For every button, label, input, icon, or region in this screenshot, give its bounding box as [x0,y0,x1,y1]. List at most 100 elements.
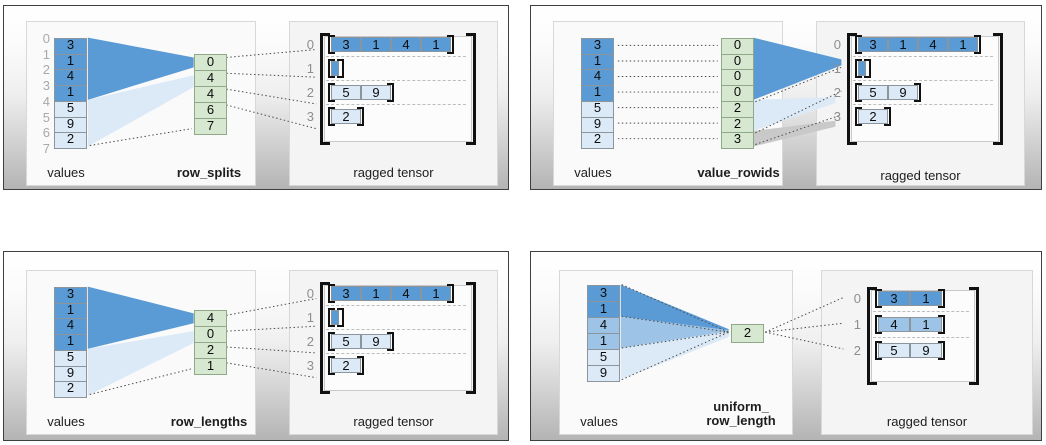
value-cell-text: 3 [66,37,75,52]
encoding-cell-text: 0 [733,37,742,52]
values-label-row_lengths: values [47,414,85,429]
bracket-close-icon [969,287,979,385]
tensor-cell: 2 [331,109,361,124]
value-cell-text: 1 [66,301,75,317]
tensor-cell: 5 [878,343,910,358]
tensor-cell-text: 4 [402,286,410,301]
encoding-label-value_rowids: value_rowids [697,165,780,180]
tensor-cell-text: 1 [372,37,380,52]
tensor-cell: 1 [948,37,978,52]
tensor-cell: 1 [910,317,942,332]
value-cell-text: 5 [593,99,602,115]
row-separator [873,311,969,312]
encoding-cell: 4 [194,310,227,327]
encoding-cell-text: 6 [206,102,215,117]
row-bracket-open-icon [875,315,882,334]
tensor-cell: 3 [331,286,361,301]
tensor-label-uniform_row_length: ragged tensor [886,414,968,429]
tensor-cell-text: 1 [959,37,967,52]
bracket-open-icon [320,282,330,394]
value-cell-text: 4 [593,68,602,84]
row-bracket-close-icon [337,59,344,78]
tensor-cell-text: 9 [372,85,380,100]
value-cell: 4 [587,317,620,334]
encoding-label-row_lengths: row_lengths [170,414,248,429]
value-index-label: 7 [42,141,50,156]
tensor-cell-text: 1 [899,37,907,52]
tensor-cell: 2 [858,109,888,124]
row-index-label: 1 [833,61,841,76]
row-bracket-close-icon [337,308,344,327]
bracket-close-icon [466,282,476,394]
value-cell: 3 [587,285,620,302]
value-cell: 9 [587,365,620,382]
tensor-cell: 9 [361,85,391,100]
row-bracket-open-icon [855,59,862,78]
value-cell: 2 [54,380,87,398]
tensor-cell-text: 1 [432,286,440,301]
encoding-cell-text: 0 [206,54,215,69]
row-bracket-open-icon [328,284,335,303]
encoding-label-uniform_row_length: uniform_ row_length [706,399,776,428]
tensor-cell-text: 4 [929,37,937,52]
tensor-cell: 2 [331,358,361,373]
row-bracket-open-icon [855,83,862,102]
row-bracket-open-icon [855,35,862,54]
encoding-cell-text: 2 [743,325,752,340]
tensor-cell: 4 [878,317,910,332]
tensor-cell-text: 9 [372,334,380,349]
row-bracket-close-icon [914,83,921,102]
value-cell: 1 [587,301,620,318]
tensor-cell: 9 [910,343,942,358]
value-cell-text: 4 [66,317,75,333]
tensor-cell-text: 5 [869,85,877,100]
tensor-cell-text: 5 [342,85,350,100]
encoding-cell: 7 [194,118,227,135]
row-index-label: 1 [306,310,314,325]
value-index-label: 4 [42,93,50,109]
encoding-cell-text: 2 [733,99,742,115]
row-bracket-open-icon [328,332,335,351]
row-index-label: 0 [306,37,314,52]
value-index-label: 5 [42,109,50,125]
tensor-cell: 5 [331,85,361,100]
value-cell-text: 1 [593,52,602,68]
encoding-cell: 0 [194,54,227,71]
bracket-open-icon [847,33,857,145]
encoding-cell: 0 [194,326,227,343]
value-cell: 5 [587,349,620,366]
encoding-cell: 4 [194,86,227,103]
value-cell-text: 3 [599,285,608,300]
values-label-row_splits: values [47,165,85,180]
tensor-cell-empty [331,61,339,76]
row-index-label: 1 [853,317,861,332]
value-index-label: 2 [42,62,50,78]
tensor-cell-text: 1 [432,37,440,52]
row-index-label: 0 [853,291,861,306]
encoding-cell: 2 [731,324,764,343]
tensor-cell-text: 9 [899,85,907,100]
encoding-cell: 2 [194,342,227,359]
value-cell-text: 2 [66,131,75,147]
value-index-label: 6 [42,125,50,141]
tensor-cell: 5 [331,334,361,349]
row-bracket-close-icon [447,284,454,303]
bracket-close-icon [466,33,476,145]
tensor-cell: 1 [421,37,451,52]
row-bracket-open-icon [328,83,335,102]
value-cell: 4 [581,68,614,87]
row-bracket-close-icon [357,356,364,375]
value-cell-text: 1 [66,333,75,349]
row-separator [853,80,993,81]
value-cell-text: 5 [66,99,75,115]
value-cell: 1 [587,333,620,350]
value-cell-text: 3 [66,286,75,301]
encoding-cell: 0 [721,53,754,71]
row-index-label: 3 [833,109,841,124]
row-bracket-close-icon [938,315,945,334]
tensor-cell-empty [858,61,866,76]
row-separator [326,56,466,57]
